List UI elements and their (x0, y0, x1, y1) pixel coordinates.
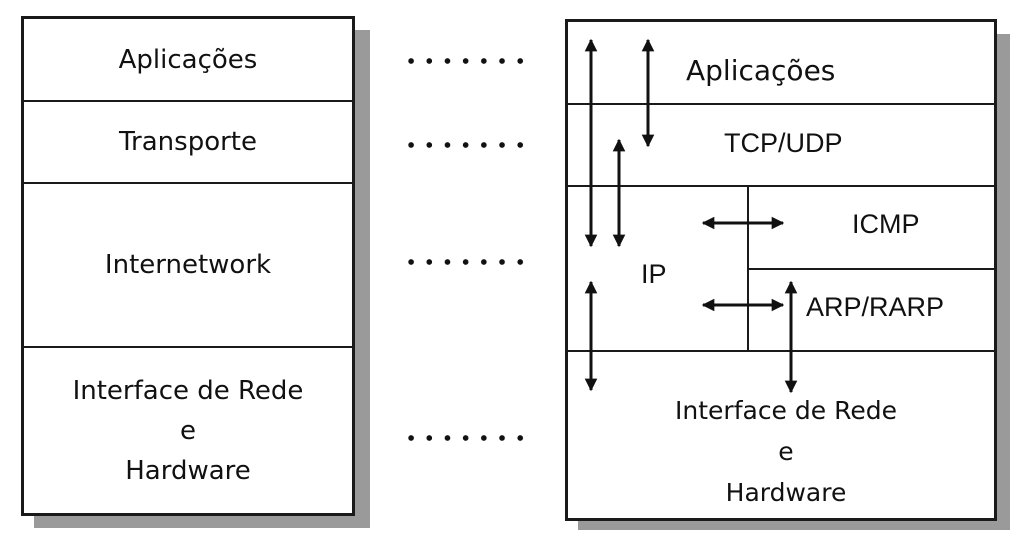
divider-app-transport (568, 103, 994, 105)
protocol-tcp-udp-label: TCP/UDP (724, 128, 843, 158)
layer-internetwork: Internetwork (24, 184, 352, 348)
dotted-connector-internetwork (402, 259, 530, 265)
protocol-network-interface-label: Interface de Rede e Hardware (568, 390, 1004, 513)
layer-transport-label: Transporte (119, 127, 257, 157)
protocol-ip-label: IP (641, 259, 667, 289)
protocol-icmp-label: ICMP (852, 209, 920, 239)
protocol-network-interface-line-3: Hardware (725, 478, 847, 507)
layer-applications-label: Aplicações (118, 44, 258, 75)
protocol-applications-label: Aplicações (686, 54, 836, 87)
layer-internetwork-label: Internetwork (104, 250, 272, 280)
dotted-connector-applications (402, 58, 530, 64)
layer-transport: Transporte (24, 102, 352, 184)
divider-ip-icmp (747, 185, 749, 351)
divider-icmp-arp (749, 268, 994, 270)
layer-applications: Aplicações (24, 19, 352, 102)
protocol-stack: Aplicações TCP/UDP ICMP IP ARP/RARP Inte… (565, 19, 997, 521)
layer-network-interface-line-2: e (180, 415, 196, 446)
divider-ip-hardware (568, 350, 994, 352)
protocol-network-interface-line-1: Interface de Rede (675, 396, 897, 425)
protocol-arp-rarp-label: ARP/RARP (806, 292, 945, 322)
protocol-network-interface-line-2: e (778, 437, 794, 466)
layer-network-interface-line-3: Hardware (125, 455, 251, 486)
layer-network-interface: Interface de Rede e Hardware (24, 348, 352, 513)
dotted-connector-network-interface (402, 435, 530, 441)
layer-network-interface-line-1: Interface de Rede (72, 375, 304, 406)
dotted-connector-transport (402, 142, 530, 148)
divider-transport-ip (568, 185, 994, 187)
conceptual-layer-stack: Aplicações Transporte Internetwork Inter… (21, 16, 355, 516)
